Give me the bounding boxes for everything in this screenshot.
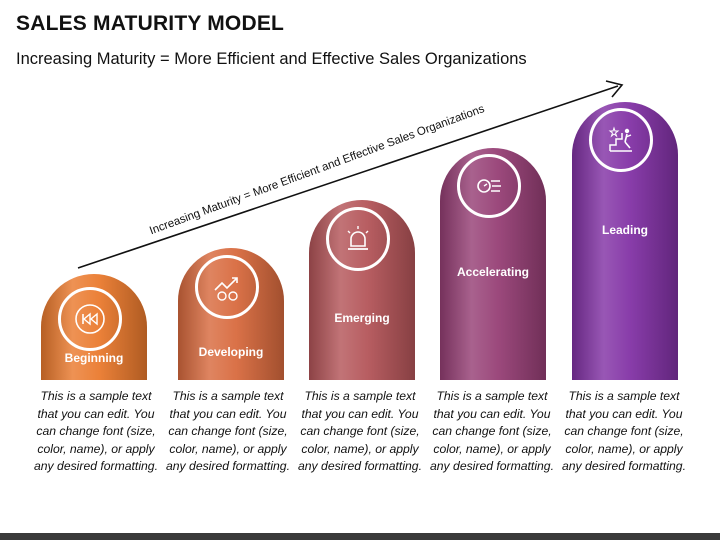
- stage-label: Leading: [601, 223, 648, 237]
- stage-description: This is a sample text that you can edit.…: [562, 389, 686, 473]
- stage-label: Developing: [198, 345, 264, 359]
- stage-label: Emerging: [334, 311, 390, 325]
- stage-label: Accelerating: [456, 265, 530, 279]
- stage-description: This is a sample text that you can edit.…: [298, 389, 422, 473]
- stage-pillar-beginning: Beginning: [41, 274, 147, 380]
- rewind-icon: [58, 287, 122, 351]
- speed-icon: [457, 154, 521, 218]
- stage-description: This is a sample text that you can edit.…: [166, 389, 290, 473]
- stage-pillar-developing: Developing: [178, 248, 284, 380]
- alarm-light-icon: [326, 207, 390, 271]
- stage-description: This is a sample text that you can edit.…: [430, 389, 554, 473]
- stage-pillar-leading: Leading: [572, 102, 678, 380]
- climb-stairs-icon: [589, 108, 653, 172]
- page-title: SALES MATURITY MODEL: [16, 12, 285, 35]
- page-subtitle: Increasing Maturity = More Efficient and…: [16, 50, 527, 68]
- footer-bar: [0, 533, 720, 540]
- stage-label: Beginning: [64, 351, 124, 365]
- stage-description: This is a sample text that you can edit.…: [34, 389, 158, 473]
- stage-pillar-emerging: Emerging: [309, 200, 415, 380]
- stage-pillar-accelerating: Accelerating: [440, 148, 546, 380]
- growth-icon: [195, 255, 259, 319]
